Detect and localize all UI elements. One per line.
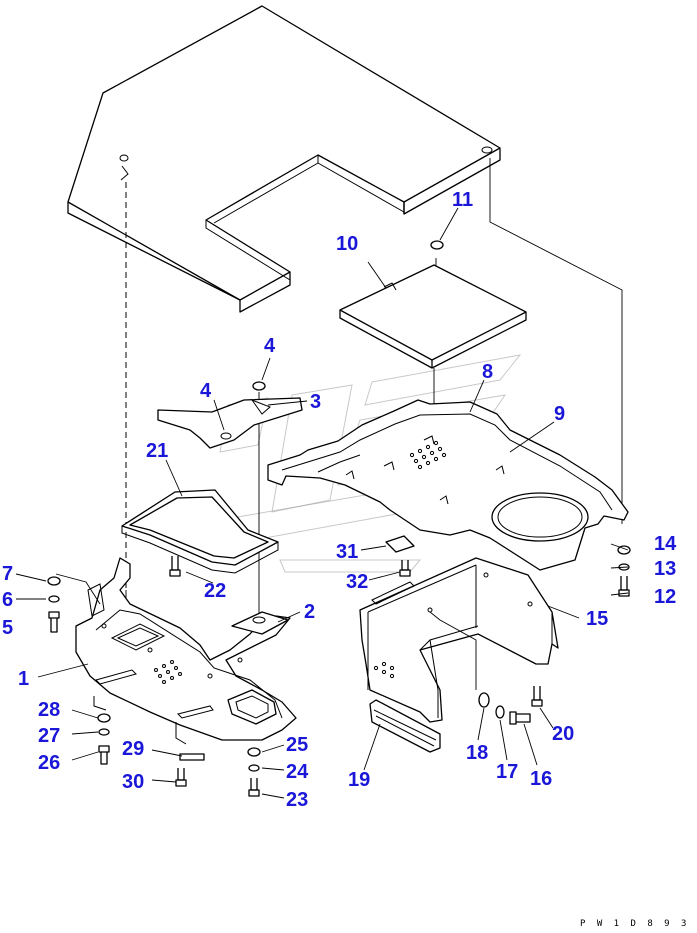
panel-10 [339, 264, 527, 369]
callout-20: 20 [552, 723, 574, 745]
callout-6: 6 [2, 589, 13, 611]
callout-1: 1 [18, 668, 29, 690]
callout-27: 27 [38, 725, 60, 747]
mat-21 [121, 489, 279, 574]
callout-4a: 4 [264, 335, 276, 357]
hole-pattern-8 [409, 440, 447, 470]
callout-8: 8 [482, 361, 493, 383]
callout-3: 3 [310, 391, 321, 413]
callout-17: 17 [496, 761, 518, 783]
floor-plate-8 [267, 399, 629, 571]
callout-2: 2 [304, 601, 315, 623]
plate-31 [385, 535, 415, 553]
cover-15 [359, 557, 559, 723]
callout-5: 5 [2, 617, 13, 639]
leader-lines [15, 207, 629, 799]
boot-2 [231, 611, 289, 635]
callout-14: 14 [654, 533, 677, 555]
rubber-strip-19 [369, 699, 441, 753]
callout-4b: 4 [200, 380, 212, 402]
floor-plate-1 [75, 557, 297, 745]
callout-31: 31 [336, 541, 358, 563]
callouts: 1 2 3 4 4 5 6 7 8 9 10 11 12 13 14 15 16… [2, 189, 677, 811]
callout-30: 30 [122, 771, 144, 793]
callout-32: 32 [346, 571, 368, 593]
callout-13: 13 [654, 558, 676, 580]
callout-22: 22 [204, 580, 226, 602]
callout-12: 12 [654, 586, 676, 608]
washer-11 [430, 240, 444, 250]
pad-3 [157, 397, 303, 449]
assembly-lines [125, 158, 623, 615]
bracket-29 [179, 753, 205, 761]
callout-21: 21 [146, 440, 168, 462]
fasteners [47, 545, 631, 797]
callout-23: 23 [286, 789, 308, 811]
callout-24: 24 [286, 761, 309, 783]
callout-11: 11 [452, 189, 473, 211]
callout-18: 18 [466, 742, 488, 764]
callout-25: 25 [286, 734, 308, 756]
callout-28: 28 [38, 699, 60, 721]
floor-mat-top [67, 5, 501, 313]
washer-4-top [252, 381, 266, 391]
callout-15: 15 [586, 608, 608, 630]
callout-16: 16 [530, 768, 552, 790]
callout-26: 26 [38, 752, 60, 774]
drawing-code: P W 1 D 8 9 3 [580, 919, 689, 929]
callout-9: 9 [554, 403, 565, 425]
callout-29: 29 [122, 738, 144, 760]
callout-19: 19 [348, 769, 370, 791]
callout-10: 10 [336, 233, 358, 255]
callout-7: 7 [2, 563, 13, 585]
